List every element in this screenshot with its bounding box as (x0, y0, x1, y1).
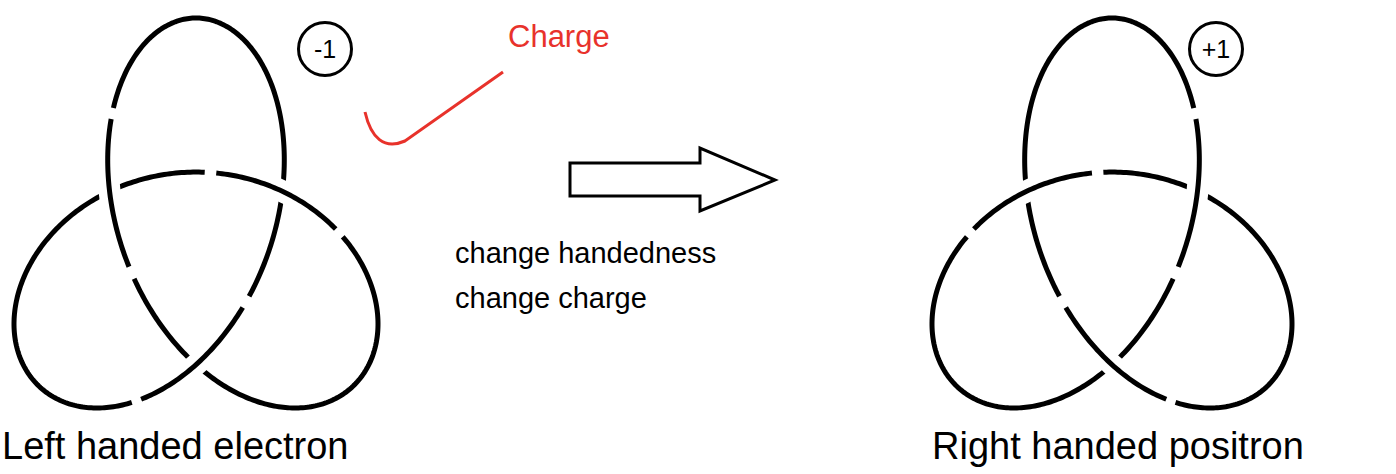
crossing-gap (108, 108, 134, 279)
charge-circle: +1 (1188, 21, 1244, 77)
transform-note: change charge (455, 283, 647, 315)
annotation-label: Charge (508, 20, 610, 54)
crossing-gap (967, 172, 1104, 237)
trefoil-knot (14, 18, 378, 408)
knot-strand (932, 18, 1292, 408)
charge-value: +1 (1202, 35, 1231, 64)
knot-strand (108, 119, 129, 267)
transform-note: change handedness (455, 238, 716, 270)
crossing-gap (1173, 108, 1199, 279)
knot-strand (141, 307, 243, 399)
charge-value: -1 (314, 35, 336, 64)
charge-circle: -1 (297, 21, 353, 77)
block-arrow (570, 148, 775, 211)
knot-strand (1066, 307, 1166, 399)
knot-strand (1178, 119, 1199, 267)
knot-strand (974, 173, 1092, 229)
trefoil-knot (932, 18, 1292, 408)
crossing-gap (132, 296, 249, 402)
leader-line (365, 72, 503, 144)
crossing-gap (205, 172, 343, 237)
knot-strand (216, 173, 335, 229)
crossing-gap (1059, 296, 1175, 402)
particle-caption: Left handed electron (2, 426, 349, 468)
particle-caption: Right handed positron (932, 426, 1304, 468)
knot-strand (14, 18, 378, 408)
